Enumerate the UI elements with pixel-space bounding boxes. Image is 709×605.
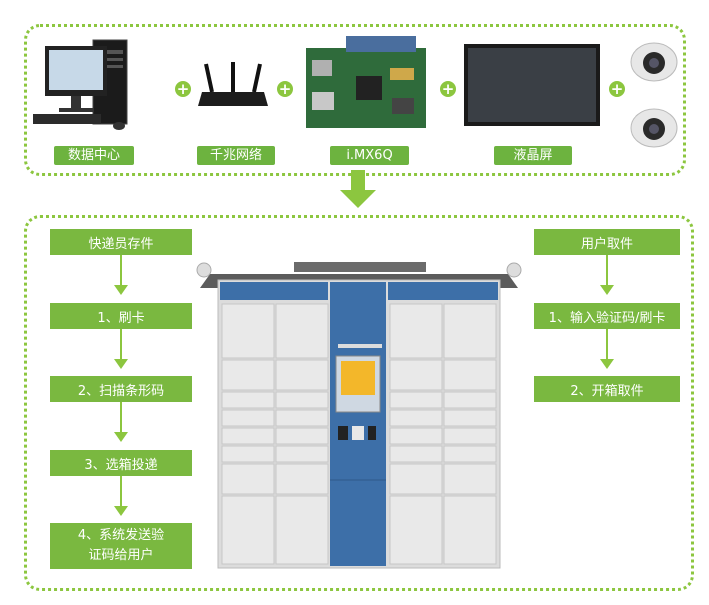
connector-arrow-head [340,190,376,208]
connector-arrow [351,170,365,192]
locker-image [196,262,522,569]
label-lcd: 液晶屏 [494,146,572,165]
label-datacenter: 数据中心 [54,146,134,165]
flow-arrow [600,329,614,369]
plus-icon: + [440,80,456,98]
label-network: 千兆网络 [197,146,275,165]
camera-icon [630,108,678,148]
user-pickup-title: 用户取件 [534,229,680,255]
router-icon [198,62,268,106]
flow-arrow [114,402,128,442]
plus-icon: + [277,80,293,98]
plus-icon: + [609,80,625,98]
step-scan-barcode: 2、扫描条形码 [50,376,192,402]
step-swipe-card: 1、刷卡 [50,303,192,329]
flow-arrow [600,255,614,295]
board-icon [306,36,426,128]
step-send-code: 4、系统发送验证码给用户 [50,523,192,569]
plus-icon: + [175,80,191,98]
flow-arrow [114,255,128,295]
workflow-panel [24,215,694,591]
step-open-box: 2、开箱取件 [534,376,680,402]
flow-arrow [114,476,128,516]
step-enter-code: 1、输入验证码/刷卡 [534,303,680,329]
flow-arrow [114,329,128,369]
courier-deposit-title: 快递员存件 [50,229,192,255]
monitor-icon [464,44,600,126]
camera-icon [630,42,678,82]
label-processor: i.MX6Q [330,146,409,165]
step-select-box: 3、选箱投递 [50,450,192,476]
computer-icon [33,39,128,130]
